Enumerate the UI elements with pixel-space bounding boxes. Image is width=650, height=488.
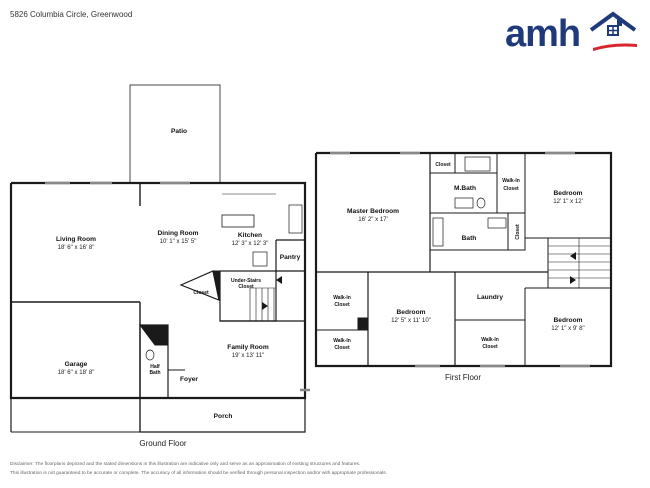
disclaimer-line1: Disclaimer: The floorplans depicted and … — [10, 462, 361, 467]
room-foyer: Foyer — [180, 376, 198, 383]
room-bath: Bath — [462, 235, 477, 242]
room-under-stairs-line2: Closet — [238, 284, 254, 290]
room-pantry: Pantry — [280, 254, 301, 261]
room-closet-ground: Closet — [193, 290, 209, 296]
room-kitchen-dims: 12' 3" x 12' 3" — [232, 240, 269, 247]
room-walkin-bottom-line1: Walk-In — [481, 337, 499, 343]
room-dining-room: Dining Room — [157, 230, 198, 237]
room-living-room: Living Room — [56, 236, 96, 243]
room-closet-vertical: Closet — [515, 224, 521, 240]
room-family-room-dims: 19' x 13' 11" — [232, 352, 265, 359]
room-bedroom-middle: Bedroom — [397, 309, 426, 316]
room-patio: Patio — [171, 128, 187, 135]
house-roof-icon — [589, 11, 637, 36]
amh-logo: amh — [505, 11, 637, 54]
room-walkin-left-a-line2: Closet — [334, 302, 350, 308]
room-closet-top: Closet — [435, 162, 451, 168]
room-walkin-top-line2: Closet — [503, 186, 519, 192]
room-bedroom-top-right: Bedroom — [554, 190, 583, 197]
logo-swoosh — [593, 43, 637, 51]
room-dining-room-dims: 10' 1" x 15' 5" — [160, 238, 197, 245]
room-garage: Garage — [65, 361, 88, 368]
room-bedroom-bottom-right: Bedroom — [554, 317, 583, 324]
room-master-bedroom-dims: 16' 2" x 17' — [358, 216, 388, 223]
room-bedroom-top-right-dims: 12' 1" x 12' — [553, 198, 583, 205]
room-bedroom-middle-dims: 12' 5" x 11' 10" — [391, 317, 431, 324]
room-walkin-left-b-line2: Closet — [334, 345, 350, 351]
disclaimer-line2: This illustration is not guaranteed to b… — [10, 471, 387, 476]
property-address: 5826 Columbia Circle, Greenwood — [10, 10, 133, 19]
room-walkin-left-b-line1: Walk-In — [333, 338, 351, 344]
ground-floor-caption: Ground Floor — [139, 439, 186, 448]
room-bedroom-bottom-right-dims: 12' 1" x 9' 8" — [551, 325, 584, 332]
room-family-room: Family Room — [227, 344, 269, 351]
room-walkin-left-a-line1: Walk-In — [333, 295, 351, 301]
first-floor-caption: First Floor — [445, 373, 481, 382]
room-living-room-dims: 18' 6" x 16' 8" — [58, 244, 95, 251]
room-master-bedroom: Master Bedroom — [347, 208, 399, 215]
first-outer-wall — [314, 151, 613, 368]
room-walkin-top-line1: Walk-In — [502, 178, 520, 184]
room-walkin-bottom-line2: Closet — [482, 344, 498, 350]
room-kitchen: Kitchen — [238, 232, 262, 239]
room-half-bath-line1: Half — [150, 364, 160, 370]
amh-logo-text: amh — [505, 13, 580, 54]
room-porch: Porch — [214, 413, 233, 420]
room-half-bath-line2: Bath — [149, 370, 160, 376]
room-master-bath: M.Bath — [454, 185, 476, 192]
room-garage-dims: 18' 6" x 18' 8" — [58, 369, 95, 376]
room-laundry: Laundry — [477, 294, 503, 301]
room-under-stairs-line1: Under-Stairs — [231, 278, 261, 284]
